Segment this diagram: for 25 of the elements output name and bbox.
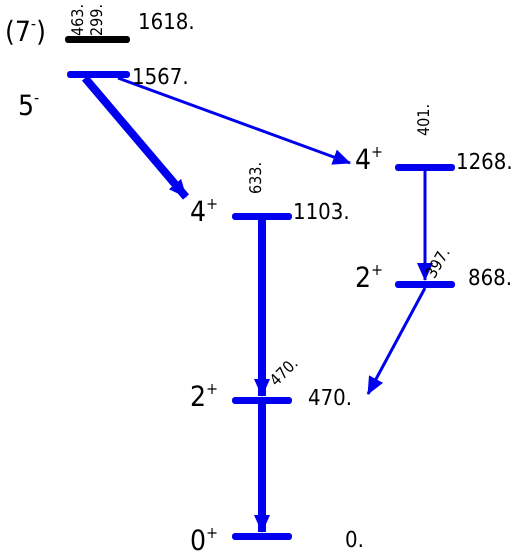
transition-arrow: [82, 75, 190, 200]
energy-label: 0.: [345, 530, 364, 552]
energy-label: 868.: [468, 268, 512, 290]
spin-parity-label: 0$^{+}$: [190, 527, 218, 555]
energy-label: 1103.: [293, 202, 350, 224]
transition-arrow: [254, 220, 270, 397]
spin-parity-label: 4$^{+}$: [190, 198, 218, 226]
edge-label: 299.: [89, 4, 105, 36]
transition-arrow: [417, 171, 433, 281]
edge-label: 470.: [267, 355, 301, 389]
spin-parity-label: 2$^{+}$: [355, 264, 384, 292]
transition-arrow: [254, 404, 270, 533]
edge-label: 633.: [248, 162, 264, 194]
edge-label: 463.: [70, 4, 86, 36]
spin-parity-label: 4$^{+}$: [355, 146, 384, 174]
energy-label: 1268.: [456, 152, 513, 174]
transition-arrow: [366, 287, 426, 395]
energy-label: 470.: [308, 388, 352, 410]
spin-parity-label: 2$^{+}$: [190, 383, 218, 411]
transition-arrow: [117, 76, 351, 165]
energy-label: 1567.: [132, 67, 189, 89]
spin-parity-label: (7$^{-}$): [5, 18, 46, 46]
spin-parity-label: 5$^{-}$: [18, 92, 40, 120]
energy-label: 1618.: [138, 12, 195, 34]
edge-label: 401.: [416, 104, 432, 136]
